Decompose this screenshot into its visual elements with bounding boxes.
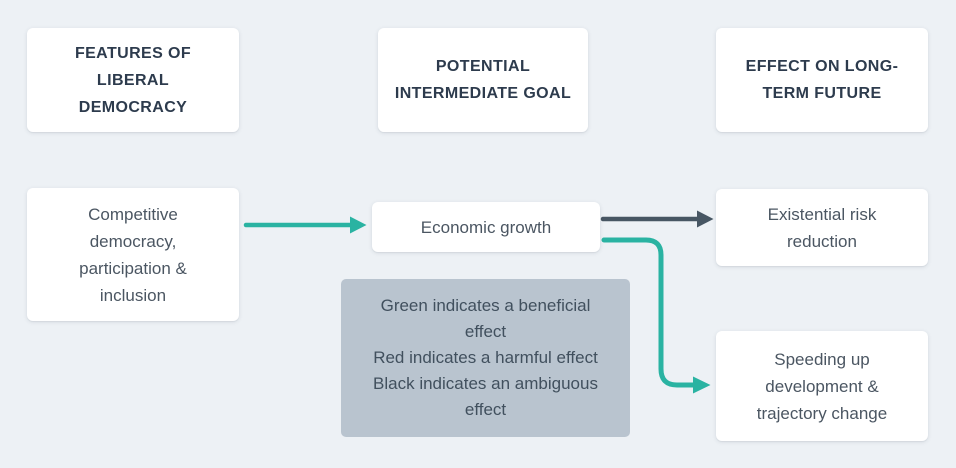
legend-line-green: Green indicates a beneficial effect xyxy=(380,296,591,341)
node-competitive-democracy: Competitive democracy, participation & i… xyxy=(27,188,239,321)
arrow-feature-to-goal-head xyxy=(350,216,367,234)
arrow-feature-to-goal xyxy=(243,216,367,234)
column-header-intermediate-goal: POTENTIAL INTERMEDIATE GOAL xyxy=(378,28,588,132)
node-existential-risk-reduction-label: Existential risk reduction xyxy=(767,204,877,251)
node-competitive-democracy-label: Competitive democracy, participation & i… xyxy=(79,204,187,305)
node-existential-risk-reduction: Existential risk reduction xyxy=(716,189,928,266)
node-speeding-up-development: Speeding up development & trajectory cha… xyxy=(716,331,928,441)
node-economic-growth-label: Economic growth xyxy=(420,217,552,237)
node-economic-growth: Economic growth xyxy=(372,202,600,252)
column-header-features: FEATURES OF LIBERAL DEMOCRACY xyxy=(27,28,239,132)
column-header-intermediate-goal-label: POTENTIAL INTERMEDIATE GOAL xyxy=(394,58,572,102)
arrow-goal-to-risk-head xyxy=(697,210,714,228)
legend-line-black: Black indicates an ambiguous effect xyxy=(373,374,598,419)
column-header-long-term-effect-label: EFFECT ON LONG- TERM FUTURE xyxy=(745,58,899,102)
legend-line-red: Red indicates a harmful effect xyxy=(373,348,598,367)
column-header-features-label: FEATURES OF LIBERAL DEMOCRACY xyxy=(74,44,192,116)
arrow-goal-to-speedup-head xyxy=(693,376,711,394)
column-header-long-term-effect: EFFECT ON LONG- TERM FUTURE xyxy=(716,28,928,132)
node-speeding-up-development-label: Speeding up development & trajectory cha… xyxy=(756,349,888,423)
arrow-goal-to-risk xyxy=(600,210,714,228)
color-legend: Green indicates a beneficial effect Red … xyxy=(341,279,630,437)
